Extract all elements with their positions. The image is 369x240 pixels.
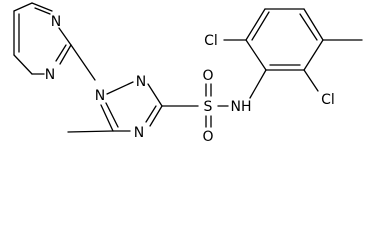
bond: [31, 2, 53, 12]
chemical-structure: N N N N N S O O NH Cl Cl: [13, 2, 363, 145]
bond: [106, 81, 134, 95]
bond: [245, 39, 267, 71]
bond: [251, 11, 270, 41]
atom-n-triazole-top: N: [136, 74, 146, 90]
bond: [147, 83, 163, 107]
bond: [34, 7, 51, 15]
bond: [145, 105, 157, 123]
bond-cl-bottom: [303, 69, 319, 92]
atom-n-pyrimidine-top: N: [51, 14, 61, 30]
triazole-ring: [100, 81, 163, 132]
bond: [100, 104, 114, 132]
atom-oxygen-right: O: [202, 129, 213, 145]
bond: [55, 44, 67, 62]
bond: [105, 102, 119, 128]
bond-pyrimidine-triazole: [70, 44, 96, 81]
atom-n-triazole-left: N: [95, 88, 105, 104]
atom-nh: NH: [231, 99, 252, 115]
bond: [303, 39, 324, 71]
bond: [59, 44, 72, 65]
bond: [58, 27, 72, 46]
atom-chlorine-bottom: Cl: [321, 92, 335, 108]
bond: [303, 8, 324, 41]
bond: [149, 105, 163, 127]
atom-oxygen-left: O: [202, 68, 213, 84]
bond: [299, 13, 318, 41]
bond: [245, 8, 266, 41]
atom-chlorine-top: Cl: [204, 33, 218, 49]
pyrimidine-ring: [13, 2, 72, 75]
atom-sulfur: S: [204, 99, 213, 115]
bond: [13, 54, 33, 75]
methyl-bond-triazole: [67, 130, 114, 133]
atom-n-pyrimidine-bottom: N: [45, 67, 55, 83]
bond-nh-phenyl: [249, 69, 267, 99]
phenyl-ring: [245, 8, 324, 71]
bond: [13, 2, 33, 12]
atom-n-triazole-bottom: N: [134, 125, 144, 141]
